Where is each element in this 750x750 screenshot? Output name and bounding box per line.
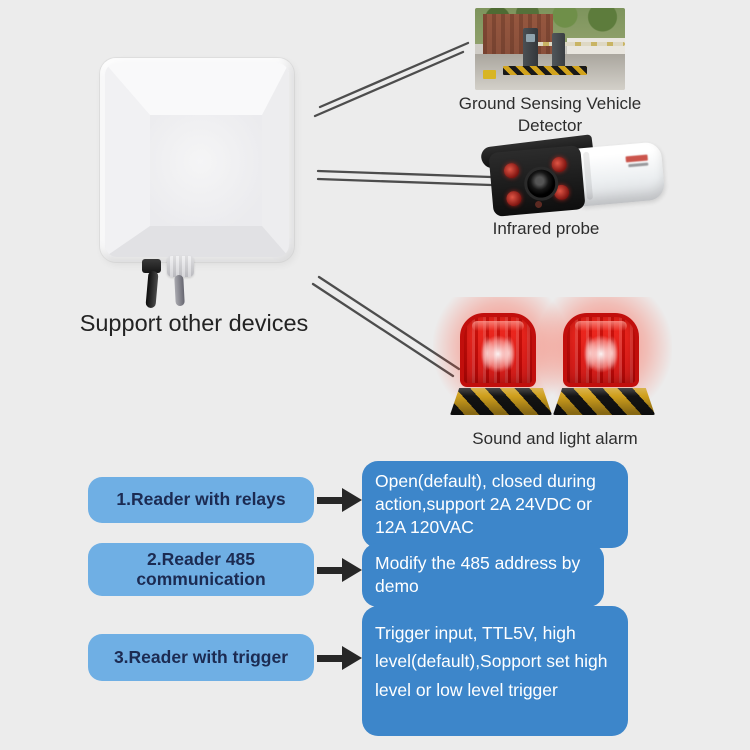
infrared-probe-label: Infrared probe — [492, 219, 600, 238]
reader-cable-gray — [174, 274, 185, 307]
photo-barrier-post — [552, 33, 565, 69]
alarm-label: Sound and light alarm — [472, 429, 638, 448]
reader-caption: Support other devices — [79, 310, 309, 336]
camera-seam — [582, 151, 594, 200]
photo-building — [483, 14, 553, 54]
infrared-probe-image — [479, 133, 666, 219]
photo-barrier-arm — [533, 42, 625, 46]
feature-title-485: 2.Reader 485 communication — [88, 543, 314, 596]
beacon-dome — [563, 313, 639, 387]
beacon-hazard-base — [450, 388, 552, 415]
feature-title-trigger: 3.Reader with trigger — [88, 634, 314, 681]
vehicle-detector-photo — [475, 8, 625, 90]
ir-led-icon — [505, 190, 523, 207]
feature-desc-485: Modify the 485 address by demo — [362, 543, 604, 608]
photo-yellow-box — [483, 70, 496, 79]
camera-body — [574, 141, 666, 207]
camera-sensor-dot — [534, 200, 543, 209]
feature-desc-trigger: Trigger input, TTL5V, high level(default… — [362, 606, 628, 736]
reader-cable-gland-icon — [167, 256, 194, 277]
reader-cable-black — [145, 270, 159, 309]
camera-logo-mark — [625, 154, 648, 163]
reader-front-bevel — [105, 63, 289, 257]
right-arrow-icon — [317, 488, 363, 512]
feature-title-relays: 1.Reader with relays — [88, 477, 314, 523]
camera-logo-subtext — [628, 162, 649, 168]
photo-post-screen — [526, 34, 535, 42]
vehicle-detector-label: Ground Sensing Vehicle Detector — [458, 94, 642, 136]
right-arrow-icon — [317, 646, 363, 670]
rfid-reader-device — [100, 58, 294, 262]
beacon-dome — [460, 313, 536, 387]
feature-desc-relays: Open(default), closed during action,supp… — [362, 461, 628, 549]
beacon-hazard-base — [553, 388, 655, 415]
alarm-beacon-icon — [433, 297, 569, 417]
photo-hazard-curb — [503, 66, 587, 75]
camera-front-face — [488, 145, 586, 217]
right-arrow-icon — [317, 558, 363, 582]
ir-led-icon — [503, 162, 520, 179]
ir-led-icon — [551, 156, 568, 173]
reader-cable-connector-icon — [142, 259, 161, 273]
alarm-beacon-icon — [536, 297, 672, 417]
